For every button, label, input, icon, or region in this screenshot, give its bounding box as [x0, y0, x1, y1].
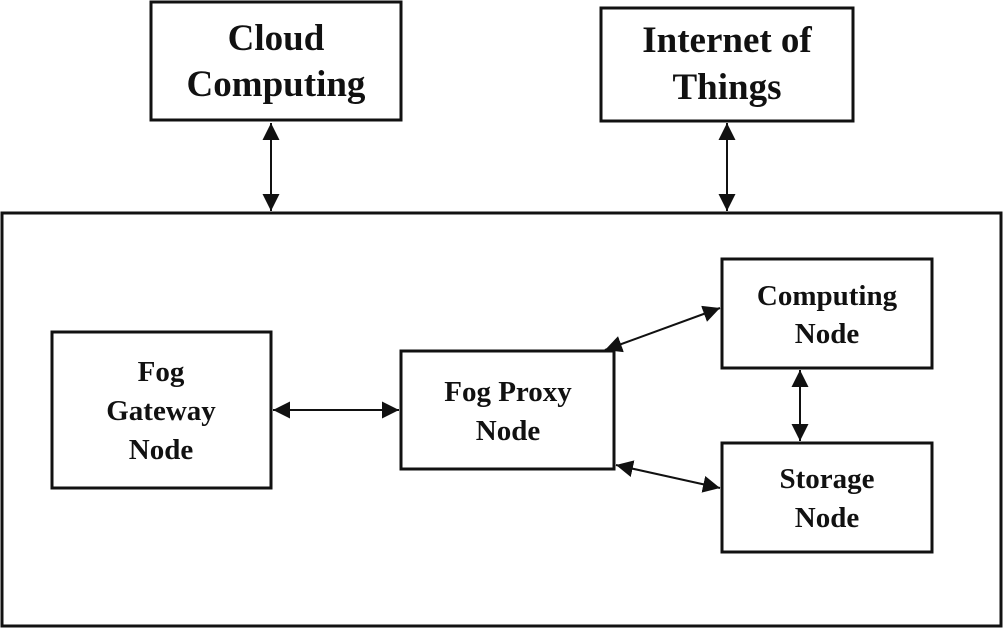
storage-node-label-line2: Node — [795, 502, 860, 534]
internet-of-things-node: Internet of Things — [599, 6, 855, 123]
fog-gateway-node: Fog Gateway Node — [50, 330, 273, 490]
cloud-computing-node: Cloud Computing — [149, 0, 403, 122]
computing-node-label-line1: Computing — [757, 280, 898, 312]
storage-node-label-line1: Storage — [779, 463, 874, 495]
storage-node: Storage Node — [720, 441, 934, 554]
iot-label-line2: Things — [672, 67, 781, 108]
iot-label-line1: Internet of — [642, 20, 812, 61]
fog-gateway-label-line3: Node — [129, 434, 194, 466]
computing-node-label-line2: Node — [795, 318, 860, 350]
fog-proxy-label-line1: Fog Proxy — [444, 376, 572, 408]
cloud-computing-label-line2: Computing — [187, 64, 366, 105]
cloud-computing-label-line1: Cloud — [228, 18, 325, 59]
fog-proxy-label-line2: Node — [476, 415, 541, 447]
proxy-to-storage-arrow — [615, 460, 721, 493]
fog-proxy-node: Fog Proxy Node — [399, 349, 616, 471]
fog-gateway-label-line2: Gateway — [106, 395, 216, 427]
computing-node: Computing Node — [720, 257, 934, 370]
fog-gateway-label-line1: Fog — [138, 356, 185, 388]
proxy-to-computing-arrow — [604, 305, 721, 353]
